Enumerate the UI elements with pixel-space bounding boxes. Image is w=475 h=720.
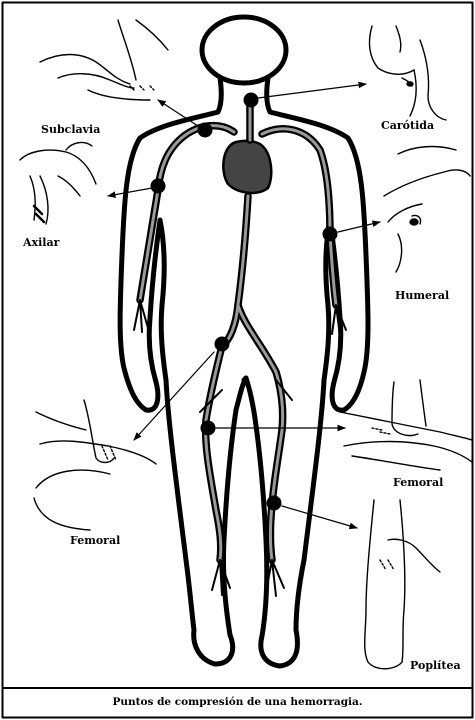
heart — [223, 141, 271, 193]
arrow-popliteal — [282, 506, 357, 528]
arrow-carotid — [258, 84, 366, 98]
label-femoral-left: Femoral — [70, 534, 120, 547]
label-poplitea: Poplítea — [410, 659, 461, 672]
head — [202, 17, 286, 83]
figure-frame — [3, 3, 473, 718]
arrow-humeral — [338, 222, 380, 232]
point-femoral-lower — [201, 421, 216, 436]
point-popliteal — [267, 496, 282, 511]
inset-axilar — [20, 143, 96, 224]
inset-poplitea — [365, 500, 440, 669]
point-carotid — [244, 93, 259, 108]
leg-gap — [244, 378, 246, 380]
arrow-axillary — [108, 188, 152, 196]
body-outline — [120, 17, 368, 666]
point-axillary — [151, 179, 166, 194]
inset-femoral-left — [34, 400, 156, 530]
inset-carotida — [370, 26, 446, 120]
label-axilar: Axilar — [23, 236, 59, 249]
point-humeral — [323, 227, 338, 242]
inset-humeral — [384, 147, 470, 272]
label-carotida: Carótida — [381, 119, 434, 132]
label-femoral-right: Femoral — [393, 476, 443, 489]
inset-subclavia — [40, 20, 168, 100]
point-femoral-upper — [215, 337, 230, 352]
figure-caption: Puntos de compresión de una hemorragia. — [0, 696, 475, 708]
vessel-branches — [134, 300, 346, 596]
label-subclavia: Subclavia — [41, 123, 100, 136]
label-humeral: Humeral — [395, 289, 449, 302]
point-subclavian — [198, 123, 213, 138]
